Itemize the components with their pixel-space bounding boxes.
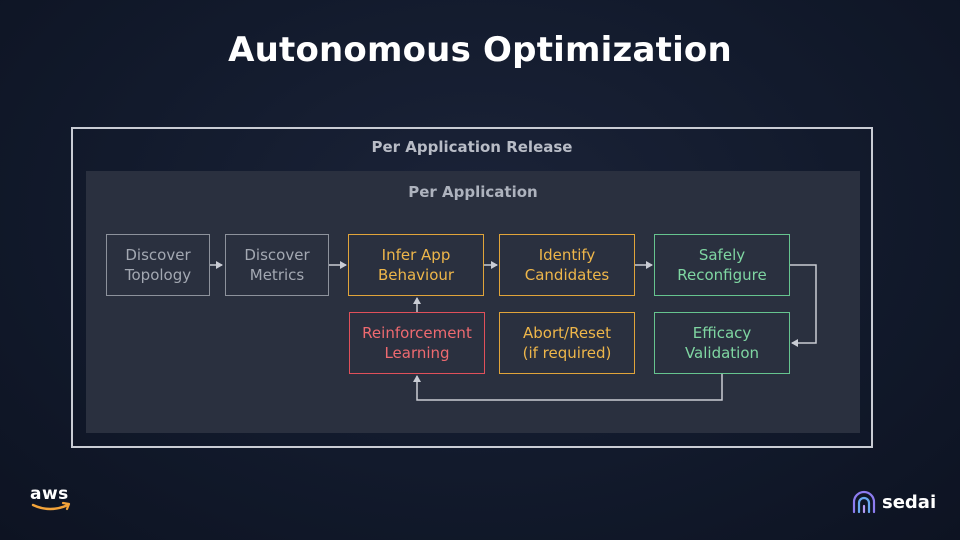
node-discover-topology-label: Discover Topology [124, 246, 192, 284]
node-reinforcement-learning: Reinforcement Learning [349, 312, 485, 374]
arrow-validation-to-learning [413, 374, 723, 401]
per-application-panel [86, 171, 860, 433]
node-efficacy-validation-label: Efficacy Validation [684, 324, 760, 362]
node-efficacy-validation: Efficacy Validation [654, 312, 790, 374]
per-application-label: Per Application [408, 183, 538, 201]
per-application-release-frame [71, 127, 873, 448]
sedai-logo-text: sedai [882, 491, 937, 513]
node-identify-candidates: Identify Candidates [499, 234, 635, 296]
node-discover-topology: Discover Topology [106, 234, 210, 296]
node-abort-reset: Abort/Reset (if required) [499, 312, 635, 374]
node-infer-app-behaviour-label: Infer App Behaviour [377, 246, 455, 284]
node-reinforcement-learning-label: Reinforcement Learning [362, 324, 472, 362]
node-discover-metrics-label: Discover Metrics [244, 246, 310, 284]
node-identify-candidates-label: Identify Candidates [524, 246, 610, 284]
aws-logo-text: aws [30, 484, 69, 504]
slide-title: Autonomous Optimization [228, 30, 732, 70]
sedai-mark-icon [852, 490, 876, 514]
per-application-release-label: Per Application Release [371, 138, 573, 156]
aws-logo: aws [30, 484, 76, 514]
arrow-reconfigure-to-validation [790, 264, 817, 347]
node-infer-app-behaviour: Infer App Behaviour [348, 234, 484, 296]
node-discover-metrics: Discover Metrics [225, 234, 329, 296]
aws-smile-icon [31, 501, 71, 511]
sedai-logo: sedai [851, 489, 936, 515]
node-safely-reconfigure: Safely Reconfigure [654, 234, 790, 296]
node-safely-reconfigure-label: Safely Reconfigure [677, 246, 767, 284]
node-abort-reset-label: Abort/Reset (if required) [522, 324, 612, 362]
